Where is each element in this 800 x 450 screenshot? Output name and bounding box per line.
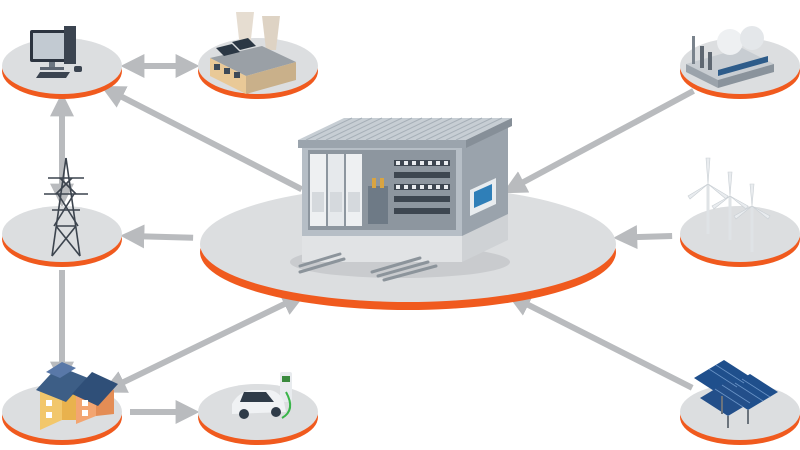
arrow-hub-to-pylon (120, 224, 194, 249)
arrow-plant-to-hub (502, 88, 695, 194)
solar-panels-icon (694, 360, 778, 428)
node-disc-wind (680, 206, 800, 267)
connection-arrows (50, 54, 695, 424)
arrow-solar-to-hub (506, 294, 694, 391)
arrow-hub-to-houses (102, 293, 306, 393)
electric-vehicle-charging-icon (232, 372, 292, 419)
wind-turbines-icon (687, 157, 771, 252)
node-disc-pylon (2, 206, 122, 267)
transmission-tower-icon (44, 157, 88, 257)
gas-plant-storage-tanks-icon (686, 26, 774, 88)
arrow-hub-to-computer (100, 86, 304, 193)
residential-houses-icon (36, 362, 118, 430)
substation-cabinet-icon (290, 117, 512, 282)
desktop-computer-icon (30, 26, 82, 78)
arrow-wind-to-hub (613, 225, 673, 250)
factory-cooling-towers-icon (210, 12, 296, 94)
